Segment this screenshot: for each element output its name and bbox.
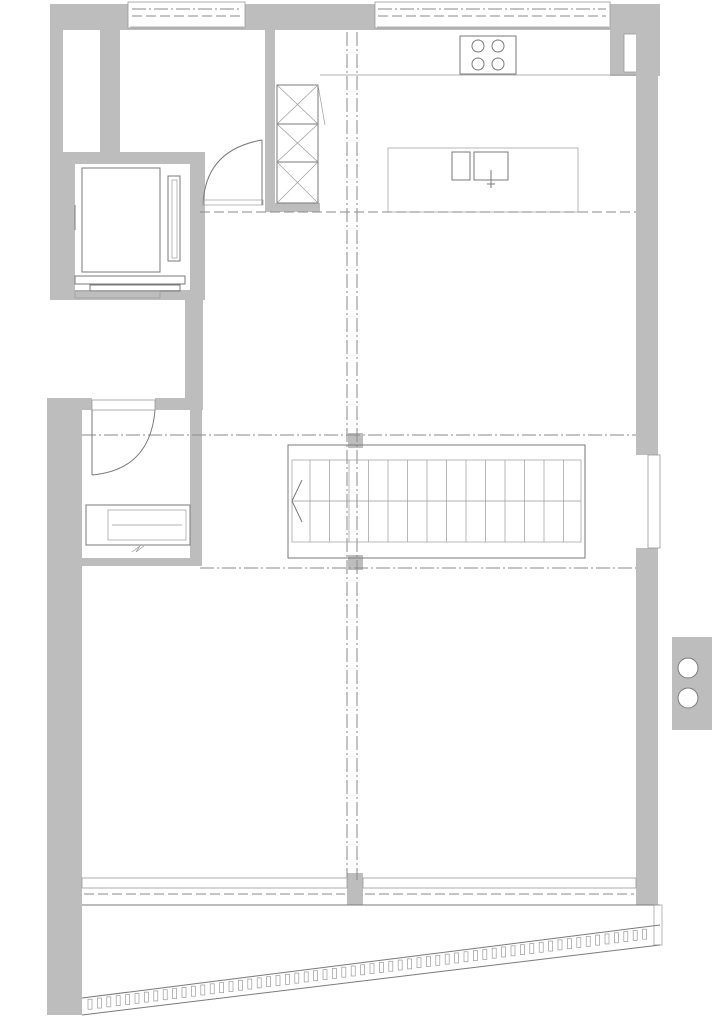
baluster — [397, 959, 403, 971]
baluster — [313, 970, 318, 982]
baluster — [520, 944, 525, 955]
tall-cabinets — [276, 84, 326, 204]
baluster — [181, 987, 187, 998]
top-windows — [127, 1, 611, 29]
baluster — [595, 934, 600, 946]
baluster — [238, 979, 243, 991]
wc-right-wall — [190, 400, 202, 566]
wc-bottom-wall — [82, 558, 202, 566]
baluster — [191, 985, 196, 997]
baluster — [285, 973, 290, 985]
guide-lines — [82, 32, 636, 880]
baluster — [172, 988, 177, 999]
baluster — [491, 947, 497, 959]
baluster — [463, 951, 469, 963]
baluster — [360, 964, 365, 976]
baluster — [614, 932, 619, 944]
baluster — [200, 984, 206, 996]
staircase-icon — [287, 444, 586, 559]
kitchen-partition-wall — [265, 30, 275, 210]
baluster — [529, 943, 535, 954]
balcony-railing-icon — [81, 904, 663, 1016]
baluster — [585, 935, 591, 947]
door-swing-icon — [202, 139, 264, 206]
column-bottom — [348, 555, 363, 570]
baluster — [379, 962, 384, 973]
right-lower-wall — [636, 548, 658, 905]
baluster — [97, 997, 102, 1009]
stove-icon — [459, 35, 517, 75]
baluster — [426, 956, 431, 967]
baluster — [416, 957, 422, 969]
right-upper-wall — [636, 30, 658, 455]
baluster — [548, 940, 553, 952]
baluster — [144, 991, 149, 1003]
baluster — [538, 941, 544, 953]
chimney-icon — [672, 637, 712, 730]
kitchen-island — [387, 147, 579, 213]
baluster — [247, 978, 253, 990]
baluster — [350, 965, 356, 977]
window-1 — [127, 1, 246, 29]
baluster — [332, 968, 337, 979]
baluster — [275, 975, 281, 986]
kitchen-counter — [320, 35, 636, 76]
baluster — [294, 972, 300, 984]
inner-wall — [100, 30, 120, 152]
baluster — [266, 976, 271, 988]
baluster — [153, 990, 159, 1002]
baluster — [219, 982, 224, 993]
baluster — [557, 939, 563, 951]
baluster — [435, 954, 441, 966]
baluster — [209, 983, 215, 995]
baluster — [482, 949, 488, 960]
baluster — [134, 992, 140, 1004]
wc-room — [85, 399, 191, 553]
baluster — [604, 933, 610, 945]
baluster — [228, 981, 234, 992]
column-top — [348, 433, 363, 448]
baluster — [369, 963, 375, 974]
baluster — [632, 930, 638, 941]
elevator-icon — [63, 152, 205, 300]
walls — [47, 4, 660, 1015]
baluster — [125, 994, 130, 1005]
baluster — [567, 938, 572, 950]
facade-column — [347, 873, 363, 905]
baluster — [642, 928, 647, 940]
baluster — [256, 977, 262, 989]
baluster — [303, 971, 309, 983]
window-2 — [374, 1, 611, 29]
baluster — [87, 998, 93, 1010]
baluster — [510, 945, 516, 957]
cabinet-base-wall — [265, 203, 320, 212]
baluster — [322, 969, 328, 980]
baluster — [444, 953, 450, 965]
baluster — [576, 937, 582, 948]
baluster — [115, 995, 121, 1007]
left-upper-wall — [50, 4, 63, 300]
baluster — [501, 946, 506, 958]
side-window — [647, 454, 661, 549]
baluster — [341, 966, 347, 978]
baluster — [106, 996, 112, 1008]
sink-icon — [451, 151, 509, 188]
baluster — [473, 950, 478, 961]
baluster — [454, 952, 459, 964]
left-lower-wall — [47, 398, 82, 1015]
baluster — [623, 931, 629, 942]
baluster — [388, 960, 394, 972]
baluster — [407, 958, 412, 970]
baluster — [162, 989, 168, 1001]
core-wall — [185, 290, 203, 400]
wc-top-wall-left — [47, 398, 92, 410]
